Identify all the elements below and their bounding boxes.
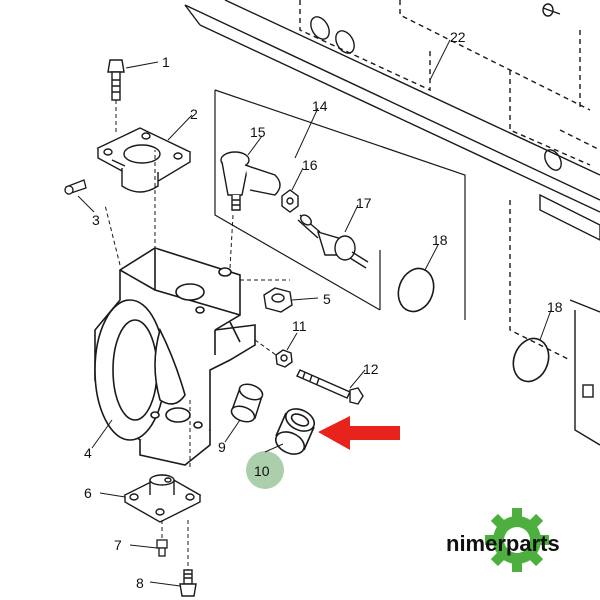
callout-5: 5 [323,291,331,307]
callout-16: 16 [302,157,318,173]
callout-17: 17 [356,195,372,211]
brand-logo: nimerparts [446,508,560,572]
logo-wordmark: nimerparts [446,531,560,556]
bolt-part-8 [179,569,197,597]
bolt-part-1 [107,59,125,101]
callout-4: 4 [84,445,92,461]
mount-plate-part-6 [123,474,202,523]
leader-lines [77,39,552,587]
bushing-part-9 [230,383,264,423]
callout-9: 9 [218,439,226,455]
callout-2: 2 [190,106,198,122]
bolt-part-12 [296,369,364,405]
callout-6: 6 [84,485,92,501]
ball-joint-part-15 [220,151,281,211]
tie-rod-end-part-17 [297,214,369,269]
callout-labels: 1 2 3 4 5 6 7 8 9 10 11 12 14 15 16 17 1… [84,29,563,591]
beam-assembly [184,0,600,446]
callout-8: 8 [136,575,144,591]
callout-1: 1 [162,54,170,70]
callout-7: 7 [114,537,122,553]
red-arrow-icon [318,416,400,450]
o-ring-part-18 [397,267,550,383]
callout-11: 11 [292,318,307,334]
callout-15: 15 [250,124,266,140]
steering-knuckle-part-4 [94,247,256,466]
callout-14: 14 [312,98,328,114]
callout-12: 12 [363,361,379,377]
seal-part-10 [274,408,316,455]
nut-part-5 [263,287,293,313]
highlight-circle [246,451,284,489]
callout-18b: 18 [547,299,563,315]
callout-3: 3 [92,212,100,228]
gear-icon [485,508,549,572]
callout-18a: 18 [432,232,448,248]
mount-plate-part-2 [96,127,192,193]
callout-22: 22 [450,29,466,45]
grease-fitting-part-7 [156,539,168,557]
grease-fitting-part-3 [64,179,87,195]
nut-part-16 [281,189,299,213]
callout-10: 10 [254,463,270,479]
nut-part-11 [275,349,293,368]
tie-rod-group-box [214,89,466,320]
